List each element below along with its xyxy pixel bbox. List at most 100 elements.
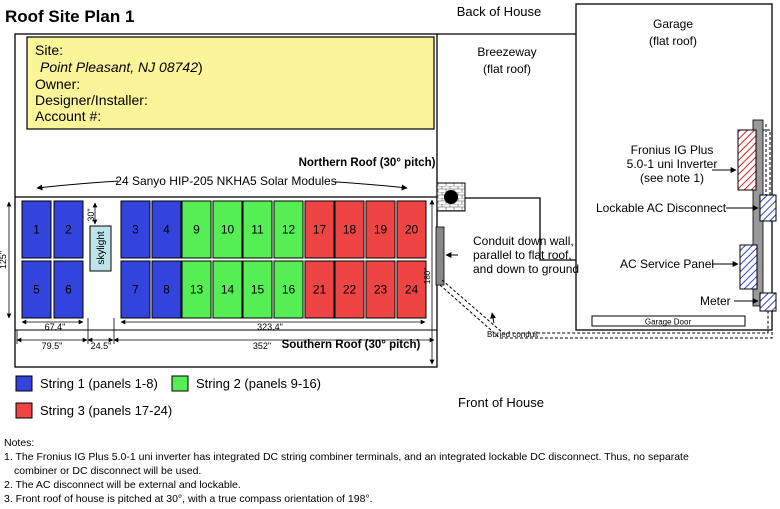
solar-panel-number: 24 bbox=[405, 283, 419, 297]
solar-panel-14 bbox=[212, 260, 243, 319]
back-of-house-label: Back of House bbox=[457, 4, 542, 19]
solar-panel-1 bbox=[21, 200, 52, 259]
note-1: 1. The Fronius IG Plus 5.0-1 uni inverte… bbox=[4, 451, 689, 463]
meter-label: Meter bbox=[700, 294, 731, 308]
solar-panel-number: 5 bbox=[33, 283, 40, 297]
solar-panel-number: 6 bbox=[65, 283, 72, 297]
buried-conduit-label: Buried conduit bbox=[487, 330, 539, 339]
account-label: Account #: bbox=[35, 108, 101, 124]
solar-panel-20 bbox=[396, 200, 427, 259]
legend-label-2: String 2 (panels 9-16) bbox=[196, 376, 321, 391]
garage-wall-conduit-upper bbox=[762, 129, 771, 200]
solar-panel-5 bbox=[21, 260, 52, 319]
solar-panel-9 bbox=[181, 200, 212, 259]
meter bbox=[759, 292, 777, 312]
solar-panel-19 bbox=[365, 200, 396, 259]
note-1-continued: combiner or DC disconnect will be used. bbox=[14, 465, 202, 477]
site-address: Point Pleasant, NJ 08742 bbox=[40, 59, 198, 75]
solar-panel-number: 7 bbox=[132, 283, 139, 297]
solar-panel-18 bbox=[334, 200, 365, 259]
site-info-box bbox=[26, 36, 435, 130]
solar-panel-number: 21 bbox=[313, 283, 327, 297]
solar-panel-13 bbox=[181, 260, 212, 319]
solar-panel-15 bbox=[242, 260, 273, 319]
southern-roof-label: Southern Roof (30° pitch) bbox=[282, 339, 421, 351]
service-panel-label: AC Service Panel bbox=[620, 257, 714, 271]
solar-panel-number: 11 bbox=[251, 223, 264, 237]
site-address-close: ) bbox=[198, 59, 203, 75]
solar-panel-number: 2 bbox=[65, 223, 72, 237]
garage-door-label: Garage Door bbox=[645, 318, 692, 327]
notes-section: Notes: 1. The Fronius IG Plus 5.0-1 uni … bbox=[4, 436, 774, 506]
solar-panel-3 bbox=[120, 200, 151, 259]
solar-panel-number: 9 bbox=[193, 223, 200, 237]
breezeway-outline bbox=[437, 197, 576, 261]
dim-180-label: 180" bbox=[423, 268, 432, 284]
modules-caption-bg bbox=[118, 174, 334, 188]
skylight-label: skylight bbox=[96, 231, 107, 265]
solar-panel-23 bbox=[365, 260, 396, 319]
solar-panel-number: 16 bbox=[282, 283, 296, 297]
inverter-line1: Fronius IG Plus bbox=[631, 143, 714, 157]
legend-label-1: String 1 (panels 1-8) bbox=[40, 376, 158, 391]
solar-panel-number: 19 bbox=[374, 223, 388, 237]
dim-30-label: 30" bbox=[86, 208, 96, 221]
conduit-on-wall bbox=[435, 226, 445, 286]
solar-panel-number: 22 bbox=[343, 283, 357, 297]
solar-panel-number: 15 bbox=[251, 283, 265, 297]
skylight bbox=[89, 225, 112, 272]
front-of-house-label: Front of House bbox=[458, 395, 544, 410]
solar-panel-number: 13 bbox=[190, 283, 204, 297]
garage-label: Garage bbox=[653, 17, 693, 31]
solar-panel-7 bbox=[120, 260, 151, 319]
solar-panel-number: 14 bbox=[221, 283, 235, 297]
dim-79-label: 79.5" bbox=[42, 341, 63, 351]
dim-125-label: 125" bbox=[0, 251, 8, 269]
solar-panel-number: 8 bbox=[163, 283, 170, 297]
solar-panel-2 bbox=[53, 200, 84, 259]
solar-panel-number: 20 bbox=[405, 223, 419, 237]
solar-panel-number: 4 bbox=[163, 223, 170, 237]
string-legend: String 1 (panels 1-8) String 2 (panels 9-… bbox=[15, 375, 321, 419]
legend-label-3: String 3 (panels 17-24) bbox=[40, 403, 172, 418]
conduit-line3: and down to ground bbox=[473, 262, 579, 276]
site-label: Site: bbox=[35, 42, 63, 58]
solar-panel-8 bbox=[151, 260, 182, 319]
legend-swatch-1 bbox=[15, 375, 33, 392]
ac-service-panel bbox=[739, 244, 758, 290]
solar-panel-6 bbox=[53, 260, 84, 319]
notes-heading: Notes: bbox=[4, 437, 35, 449]
page-title: Roof Site Plan 1 bbox=[5, 7, 134, 26]
garage-sub-label: (flat roof) bbox=[649, 34, 697, 48]
solar-panel-number: 18 bbox=[343, 223, 357, 237]
fronius-inverter bbox=[737, 129, 757, 191]
solar-panel-number: 1 bbox=[33, 223, 40, 237]
solar-panel-4 bbox=[151, 200, 182, 259]
solar-panel-number: 10 bbox=[221, 223, 235, 237]
note-2: 2. The AC disconnect will be external an… bbox=[4, 479, 241, 491]
solar-panel-10 bbox=[212, 200, 243, 259]
dim-323-label: 323.4" bbox=[257, 322, 283, 332]
conduit-line2: parallel to flat roof, bbox=[473, 248, 572, 262]
solar-panel-number: 23 bbox=[374, 283, 388, 297]
dim-67-label: 67.4" bbox=[45, 322, 66, 332]
inverter-line2: 5.0-1 uni Inverter bbox=[627, 157, 718, 171]
breezeway-sub-label: (flat roof) bbox=[483, 62, 531, 76]
solar-panel-number: 3 bbox=[132, 223, 139, 237]
buried-conduit-pointer bbox=[490, 312, 497, 324]
note-3: 3. Front roof of house is pitched at 30°… bbox=[4, 493, 373, 505]
modules-caption: 24 Sanyo HIP-205 NKHA5 Solar Modules bbox=[115, 174, 336, 188]
roof-site-plan-diagram: Roof Site Plan 1 Garage Door Site: Point… bbox=[0, 3, 777, 419]
solar-panel-16 bbox=[273, 260, 304, 319]
breezeway-label: Breezeway bbox=[477, 45, 536, 59]
solar-panel-number: 12 bbox=[282, 223, 296, 237]
solar-panel-12 bbox=[273, 200, 304, 259]
solar-panel-number: 17 bbox=[313, 223, 327, 237]
northern-roof-label: Northern Roof (30° pitch) bbox=[299, 157, 436, 169]
chimney-flue bbox=[444, 190, 458, 204]
garage-door bbox=[591, 315, 746, 327]
dim-352-label: 352" bbox=[253, 341, 271, 351]
site-address-line: Point Pleasant, NJ 08742) bbox=[40, 59, 203, 75]
inverter-line3: (see note 1) bbox=[640, 171, 704, 185]
conduit-line1: Conduit down wall, bbox=[473, 234, 574, 248]
